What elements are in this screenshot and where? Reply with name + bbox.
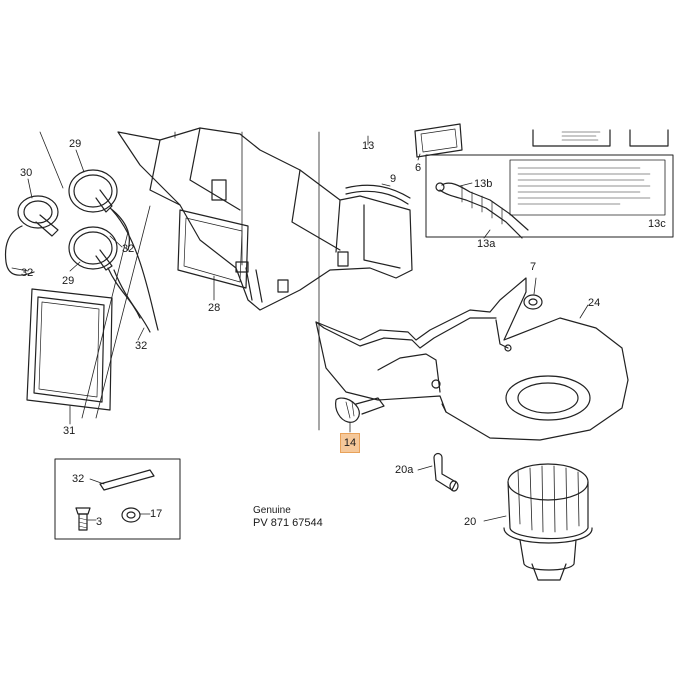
seal-strip-9 [345,184,411,205]
elbow-pipe-20a [433,452,459,492]
part-label-13b: 13b [474,178,493,190]
part-label-32-left: 32 [21,267,34,279]
part-label-32-box: 32 [72,473,85,485]
part-label-17: 17 [150,508,163,520]
drain-valve-14 [335,397,385,433]
part-label-20a: 20a [395,464,414,476]
blower-fan-20 [503,463,593,581]
part-label-28: 28 [208,302,221,314]
caption-part-number: PV 871 67544 [253,517,323,529]
part-label-24: 24 [588,297,601,309]
part-number-caption: Genuine PV 871 67544 [253,504,323,530]
part-label-32-mid: 32 [122,243,135,255]
part-label-7: 7 [530,261,537,273]
heater-housing-upper [117,127,413,311]
screw-3 [75,507,91,531]
small-parts-box [54,458,181,540]
nut-17 [121,507,141,523]
vacuum-hoses-32 [111,209,159,333]
part-label-13: 13 [362,140,375,152]
part-label-30: 30 [20,167,33,179]
part-label-9: 9 [390,173,397,185]
part-label-13a: 13a [477,238,496,250]
gasket-6 [414,123,463,158]
highlighted-part-label-14[interactable]: 14 [340,433,360,453]
grommet-7 [523,277,543,310]
part-label-31: 31 [63,425,76,437]
actuator-motor-30 [4,195,59,276]
part-label-32-lower: 32 [135,340,148,352]
part-label-29-upper: 29 [69,138,82,150]
sensor-kit-box-13 [425,154,674,239]
seal-frame-31 [26,288,113,411]
leader-lines [11,135,589,522]
caption-genuine: Genuine [253,505,291,516]
part-label-20: 20 [464,516,477,528]
flap-plate-28 [177,209,249,289]
vacuum-unit-29-lower [68,226,141,319]
lower-housing-24 [315,277,629,441]
part-label-3: 3 [96,516,103,528]
label-sheet-13 [532,129,669,147]
part-label-6: 6 [415,162,422,174]
part-label-29-lower: 29 [62,275,75,287]
guide-lines [39,131,320,431]
part-label-13c: 13c [648,218,666,230]
